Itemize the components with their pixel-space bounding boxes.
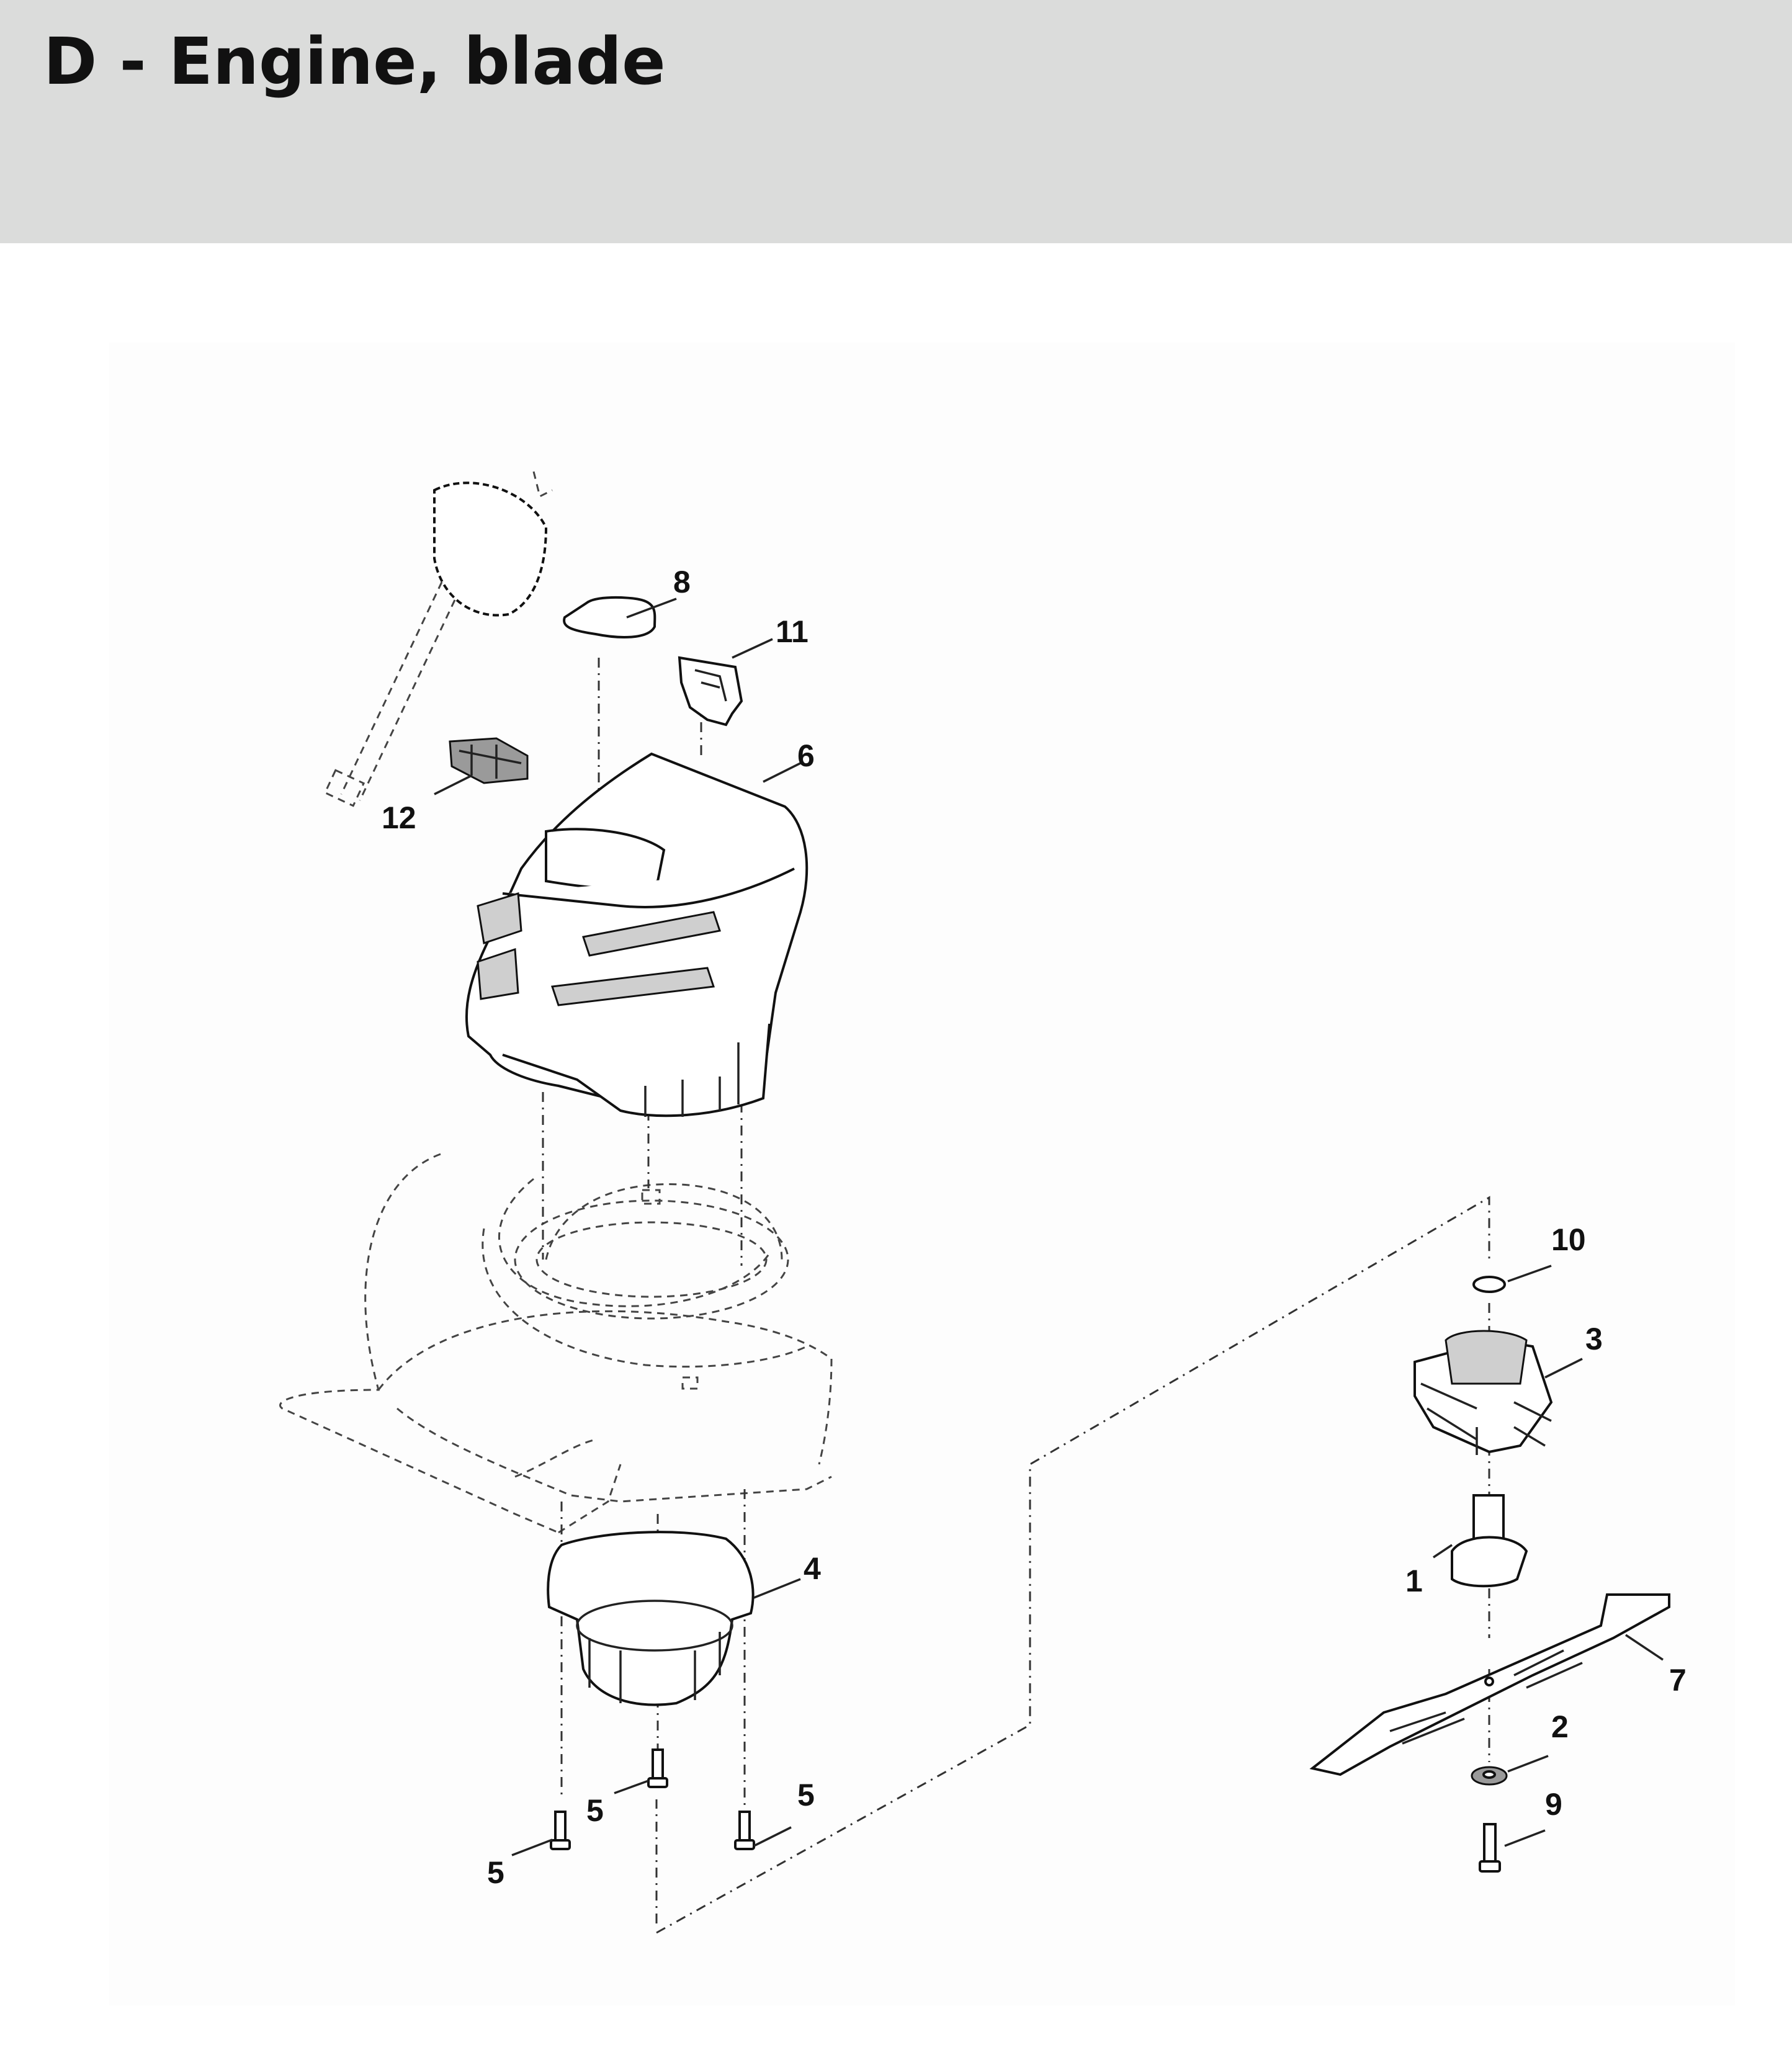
callout-12: 12 [382,800,416,835]
part-5-screws [550,1748,755,1850]
callout-4: 4 [804,1551,821,1586]
callout-6: 6 [797,738,815,773]
callout-10: 10 [1551,1222,1586,1257]
callouts: 8 11 6 12 4 5 5 5 10 3 1 7 2 9 [382,565,1687,1890]
callout-5-left: 5 [487,1855,504,1890]
callout-5-center: 5 [586,1793,604,1828]
part-3-fan [1413,1330,1553,1455]
callout-2: 2 [1551,1709,1569,1744]
page-title: D - Engine, blade [43,24,666,99]
part-1-blade-adapter [1451,1494,1528,1588]
screw-5-right [734,1811,755,1850]
part-6-motor-cover [465,752,809,1117]
screw-5-center [647,1748,668,1788]
part-4-housing-bowl [547,1531,755,1706]
header-bar: D - Engine, blade [0,0,1792,243]
part-11-switch-key [678,656,743,727]
mower-deck-outline [279,1153,833,1534]
part-2-washer [1471,1766,1508,1786]
part-10-circlip [1472,1276,1506,1293]
callout-1: 1 [1405,1564,1423,1598]
exploded-parts-diagram: 8 11 6 12 4 5 5 5 10 3 1 7 2 9 [0,243,1792,2055]
diagram-drawing: 8 11 6 12 4 5 5 5 10 3 1 7 2 9 [279,471,1687,1934]
part-8-window [563,596,656,638]
screw-5-left [550,1811,571,1850]
part-7-blade [1309,1593,1670,1776]
leader-lines [434,598,1664,1856]
callout-8: 8 [673,565,691,599]
callout-7: 7 [1669,1663,1687,1698]
callout-11: 11 [776,614,809,649]
part-9-blade-bolt [1479,1823,1501,1873]
callout-9: 9 [1545,1787,1562,1822]
callout-3: 3 [1585,1322,1603,1356]
callout-5-right: 5 [797,1778,815,1812]
part-12-connector [323,471,553,807]
diagram-panel [109,342,1735,2005]
